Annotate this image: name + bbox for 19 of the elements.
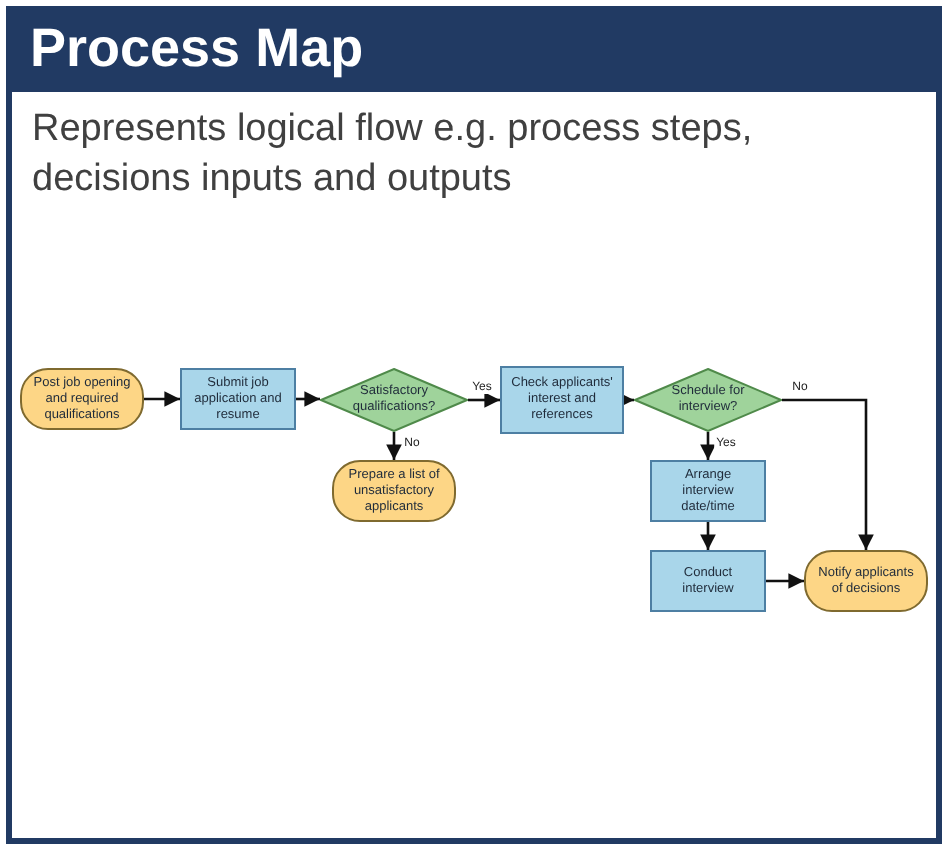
arrow bbox=[296, 391, 320, 407]
arrow bbox=[386, 432, 402, 460]
arrow bbox=[144, 391, 180, 407]
decision-diamond bbox=[320, 368, 468, 432]
caption: Represents logical flow e.g. process steps, decisions inputs and outputs bbox=[32, 106, 755, 204]
terminal-box bbox=[332, 460, 456, 522]
arrow bbox=[782, 398, 874, 550]
arrow bbox=[700, 522, 716, 550]
process-box bbox=[180, 368, 296, 430]
arrow bbox=[700, 432, 716, 460]
decision-diamond bbox=[634, 368, 782, 432]
process-box bbox=[650, 460, 766, 522]
arrow bbox=[766, 573, 804, 589]
terminal-box bbox=[804, 550, 928, 612]
process-box bbox=[500, 366, 624, 434]
title: Process Map bbox=[30, 22, 364, 76]
terminal-box bbox=[20, 368, 144, 430]
arrow bbox=[468, 392, 500, 408]
process-box bbox=[650, 550, 766, 612]
